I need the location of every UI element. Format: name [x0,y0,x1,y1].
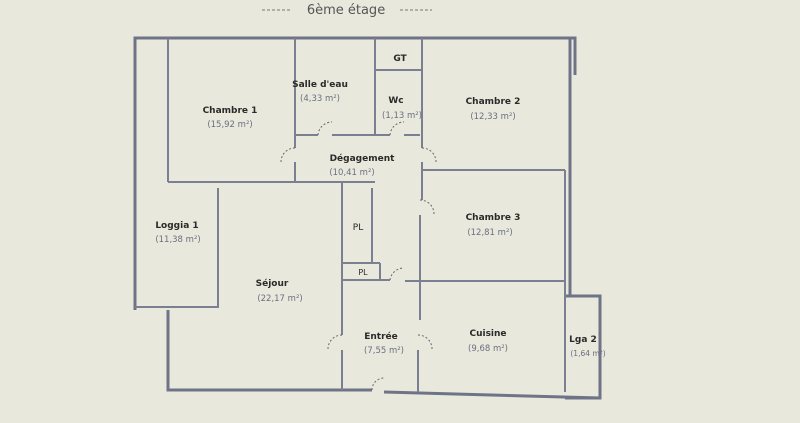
room-name: Wc [388,96,403,106]
room-degagement: Dégagement (10,41 m²) [329,153,395,178]
room-area: (7,55 m²) [364,346,404,356]
room-name: Entrée [364,331,398,342]
room-loggia-1: Loggia 1 (11,38 m²) [155,221,200,245]
room-area: (1,13 m²) [382,111,422,121]
room-pl-2: PL [358,268,368,277]
room-chambre-1: Chambre 1 (15,92 m²) [203,106,258,130]
room-name: Lga 2 [569,335,597,345]
room-pl-1: PL [353,223,363,233]
room-name: PL [358,268,368,277]
room-area: (10,41 m²) [329,168,374,178]
room-name: Dégagement [330,153,396,164]
room-area: (15,92 m²) [207,120,252,130]
room-name: Loggia 1 [155,221,198,231]
room-name: Séjour [256,278,289,289]
room-name: Chambre 1 [203,106,258,116]
room-sejour: Séjour (22,17 m²) [256,278,303,304]
room-area: (22,17 m²) [257,294,302,304]
room-gt: GT [393,54,407,64]
room-name: Chambre 3 [466,213,521,223]
room-name: Chambre 2 [466,97,521,107]
room-area: (4,33 m²) [300,94,340,104]
room-area: (1,64 m²) [570,349,605,358]
room-area: (11,38 m²) [155,235,200,245]
walls [133,36,602,400]
room-entree: Entrée (7,55 m²) [364,331,404,356]
room-name: PL [353,223,363,233]
room-area: (9,68 m²) [468,344,508,354]
room-salle-d-eau: Salle d'eau (4,33 m²) [292,80,348,104]
room-area: (12,81 m²) [467,228,512,238]
room-chambre-3: Chambre 3 (12,81 m²) [466,213,521,238]
room-lga-2: Lga 2 (1,64 m²) [569,335,606,358]
room-cuisine: Cuisine (9,68 m²) [468,329,508,354]
room-wc: Wc (1,13 m²) [382,96,422,121]
room-area: (12,33 m²) [470,112,515,122]
floor-title: 6ème étage [307,3,385,18]
room-name: GT [393,54,407,64]
room-name: Cuisine [469,329,506,339]
room-chambre-2: Chambre 2 (12,33 m²) [466,97,521,122]
room-name: Salle d'eau [292,80,348,90]
